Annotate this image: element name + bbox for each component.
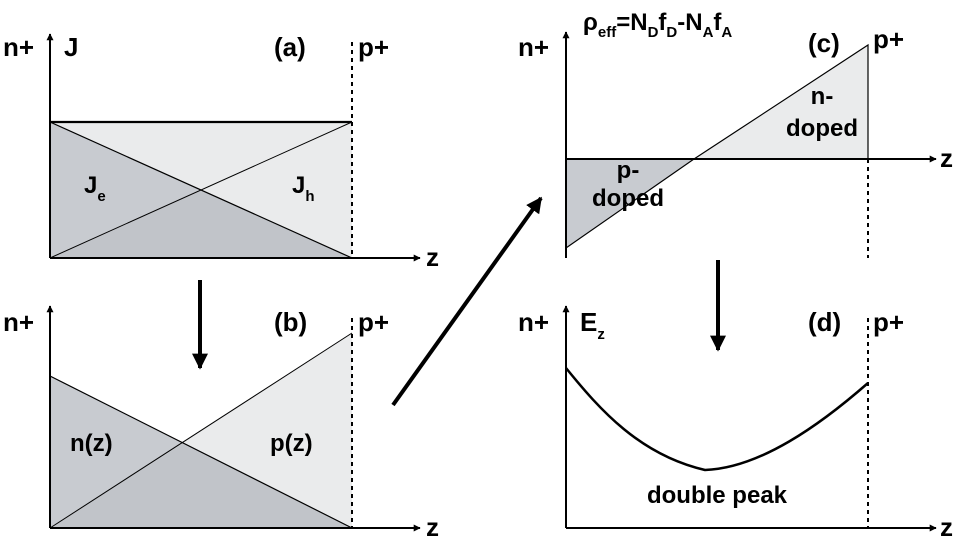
panel-tag: (b) — [274, 307, 307, 337]
p-plus-label: p+ — [358, 32, 389, 62]
hole-current-line — [49, 121, 353, 259]
n-plus-label: n+ — [3, 32, 34, 62]
panel-tag: (c) — [808, 28, 840, 58]
density-overlap-region — [50, 443, 352, 528]
electric-field-curve — [565, 367, 869, 472]
y-axis-label: Ez — [580, 307, 605, 343]
n-plus-label: n+ — [3, 307, 34, 337]
overlap-region — [50, 190, 352, 258]
y-axis-label: J — [64, 32, 78, 62]
x-axis-label: z — [426, 242, 439, 272]
x-axis-label: z — [426, 512, 439, 542]
p-doped-label-line2: doped — [592, 185, 664, 212]
n-doped-label-line2: doped — [786, 115, 858, 142]
n-plus-label: n+ — [518, 32, 549, 62]
panel-tag: (d) — [808, 307, 841, 337]
electron-density-line — [49, 375, 353, 529]
panel-a: n+ J (a) p+ z Je Jh — [3, 32, 439, 272]
p-plus-label: p+ — [358, 307, 389, 337]
n-plus-label: n+ — [518, 307, 549, 337]
double-peak-caption: double peak — [647, 482, 788, 509]
n-doped-label-line1: n- — [811, 83, 834, 110]
hole-density-label: p(z) — [270, 430, 313, 457]
p-plus-label: p+ — [873, 24, 904, 54]
charge-density-formula: ρeff=NDfD-NAfA — [583, 9, 732, 41]
hole-density-line — [49, 332, 353, 529]
flow-arrow-b-to-c — [391, 196, 543, 407]
hole-current-label: Jh — [292, 172, 315, 205]
panel-d: n+ Ez (d) p+ z double peak — [518, 305, 953, 542]
panel-b: n+ (b) p+ z n(z) p(z) — [3, 305, 439, 542]
electron-current-label: Je — [84, 172, 106, 205]
panel-c: n+ ρeff=NDfD-NAfA (c) p+ z n- doped p- d… — [518, 9, 953, 258]
p-doped-label-line1: p- — [617, 157, 640, 184]
panel-tag: (a) — [274, 32, 306, 62]
x-axis-label: z — [940, 512, 953, 542]
x-axis-label: z — [940, 143, 953, 173]
p-plus-label: p+ — [873, 307, 904, 337]
electron-density-label: n(z) — [70, 430, 113, 457]
